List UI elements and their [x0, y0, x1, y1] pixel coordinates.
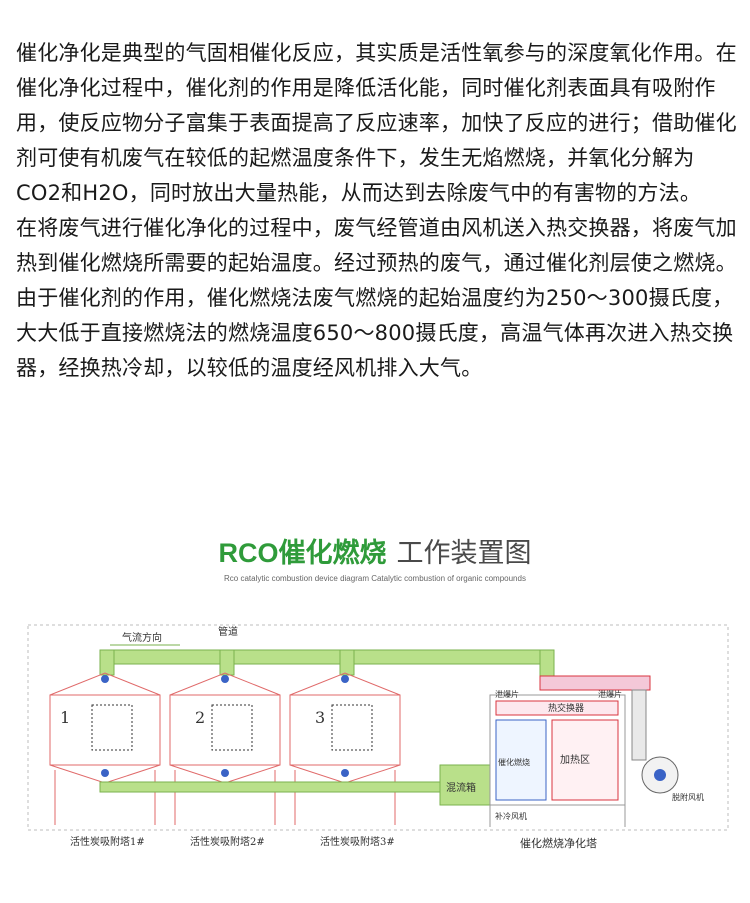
figure-title-brand: RCO催化燃烧: [218, 538, 387, 568]
airflow-label: 气流方向: [122, 631, 162, 644]
tower-1-number: 1: [60, 708, 70, 727]
top-duct: [99, 649, 651, 691]
explosion-vent-right-label: 泄爆片: [598, 689, 622, 699]
rco-device-diagram: 气流方向 管道 1 2 3 混流箱: [27, 624, 729, 850]
paragraph-1: 催化净化是典型的气固相催化反应，其实质是活性氧参与的深度氧化作用。在催化净化过程…: [16, 41, 737, 205]
adsorption-tower-1: [49, 672, 161, 825]
adsorption-tower-3: [289, 672, 401, 825]
diagram-frame: [27, 624, 729, 831]
figure-title: RCO催化燃烧工作装置图: [0, 536, 750, 571]
bottom-duct: [99, 764, 491, 806]
tower-3-number: 3: [315, 708, 325, 727]
tower-1-caption: 活性炭吸附塔1#: [70, 835, 145, 848]
tower-3-caption: 活性炭吸附塔3#: [320, 835, 395, 848]
catalytic-tower: [489, 694, 626, 827]
catalytic-tower-caption: 催化燃烧净化塔: [520, 836, 597, 850]
explosion-vent-left-label: 泄爆片: [495, 689, 519, 699]
heating-zone-label: 加热区: [560, 753, 590, 766]
mixing-box-label: 混流箱: [446, 781, 476, 794]
figure-title-rest: 工作装置图: [396, 538, 532, 569]
catalytic-unit-label: 催化燃烧: [498, 757, 530, 767]
paragraph-2: 在将废气进行催化净化的过程中，废气经管道由风机送入热交换器，将废气加热到催化燃烧…: [16, 216, 737, 380]
tower-2-caption: 活性炭吸附塔2#: [190, 835, 265, 848]
pipe-label: 管道: [218, 625, 238, 638]
heat-exchanger-label: 热交换器: [548, 702, 584, 714]
article-body: 催化净化是典型的气固相催化反应，其实质是活性氧参与的深度氧化作用。在催化净化过程…: [16, 36, 738, 386]
adsorption-tower-2: [169, 672, 281, 825]
desorption-fan-label: 脱附风机: [672, 792, 704, 802]
cooling-fan-label: 补冷风机: [495, 811, 527, 821]
figure-subtitle: Rco catalytic combustion device diagram …: [224, 574, 526, 583]
desorption-fan: [631, 689, 679, 794]
tower-2-number: 2: [195, 708, 205, 727]
